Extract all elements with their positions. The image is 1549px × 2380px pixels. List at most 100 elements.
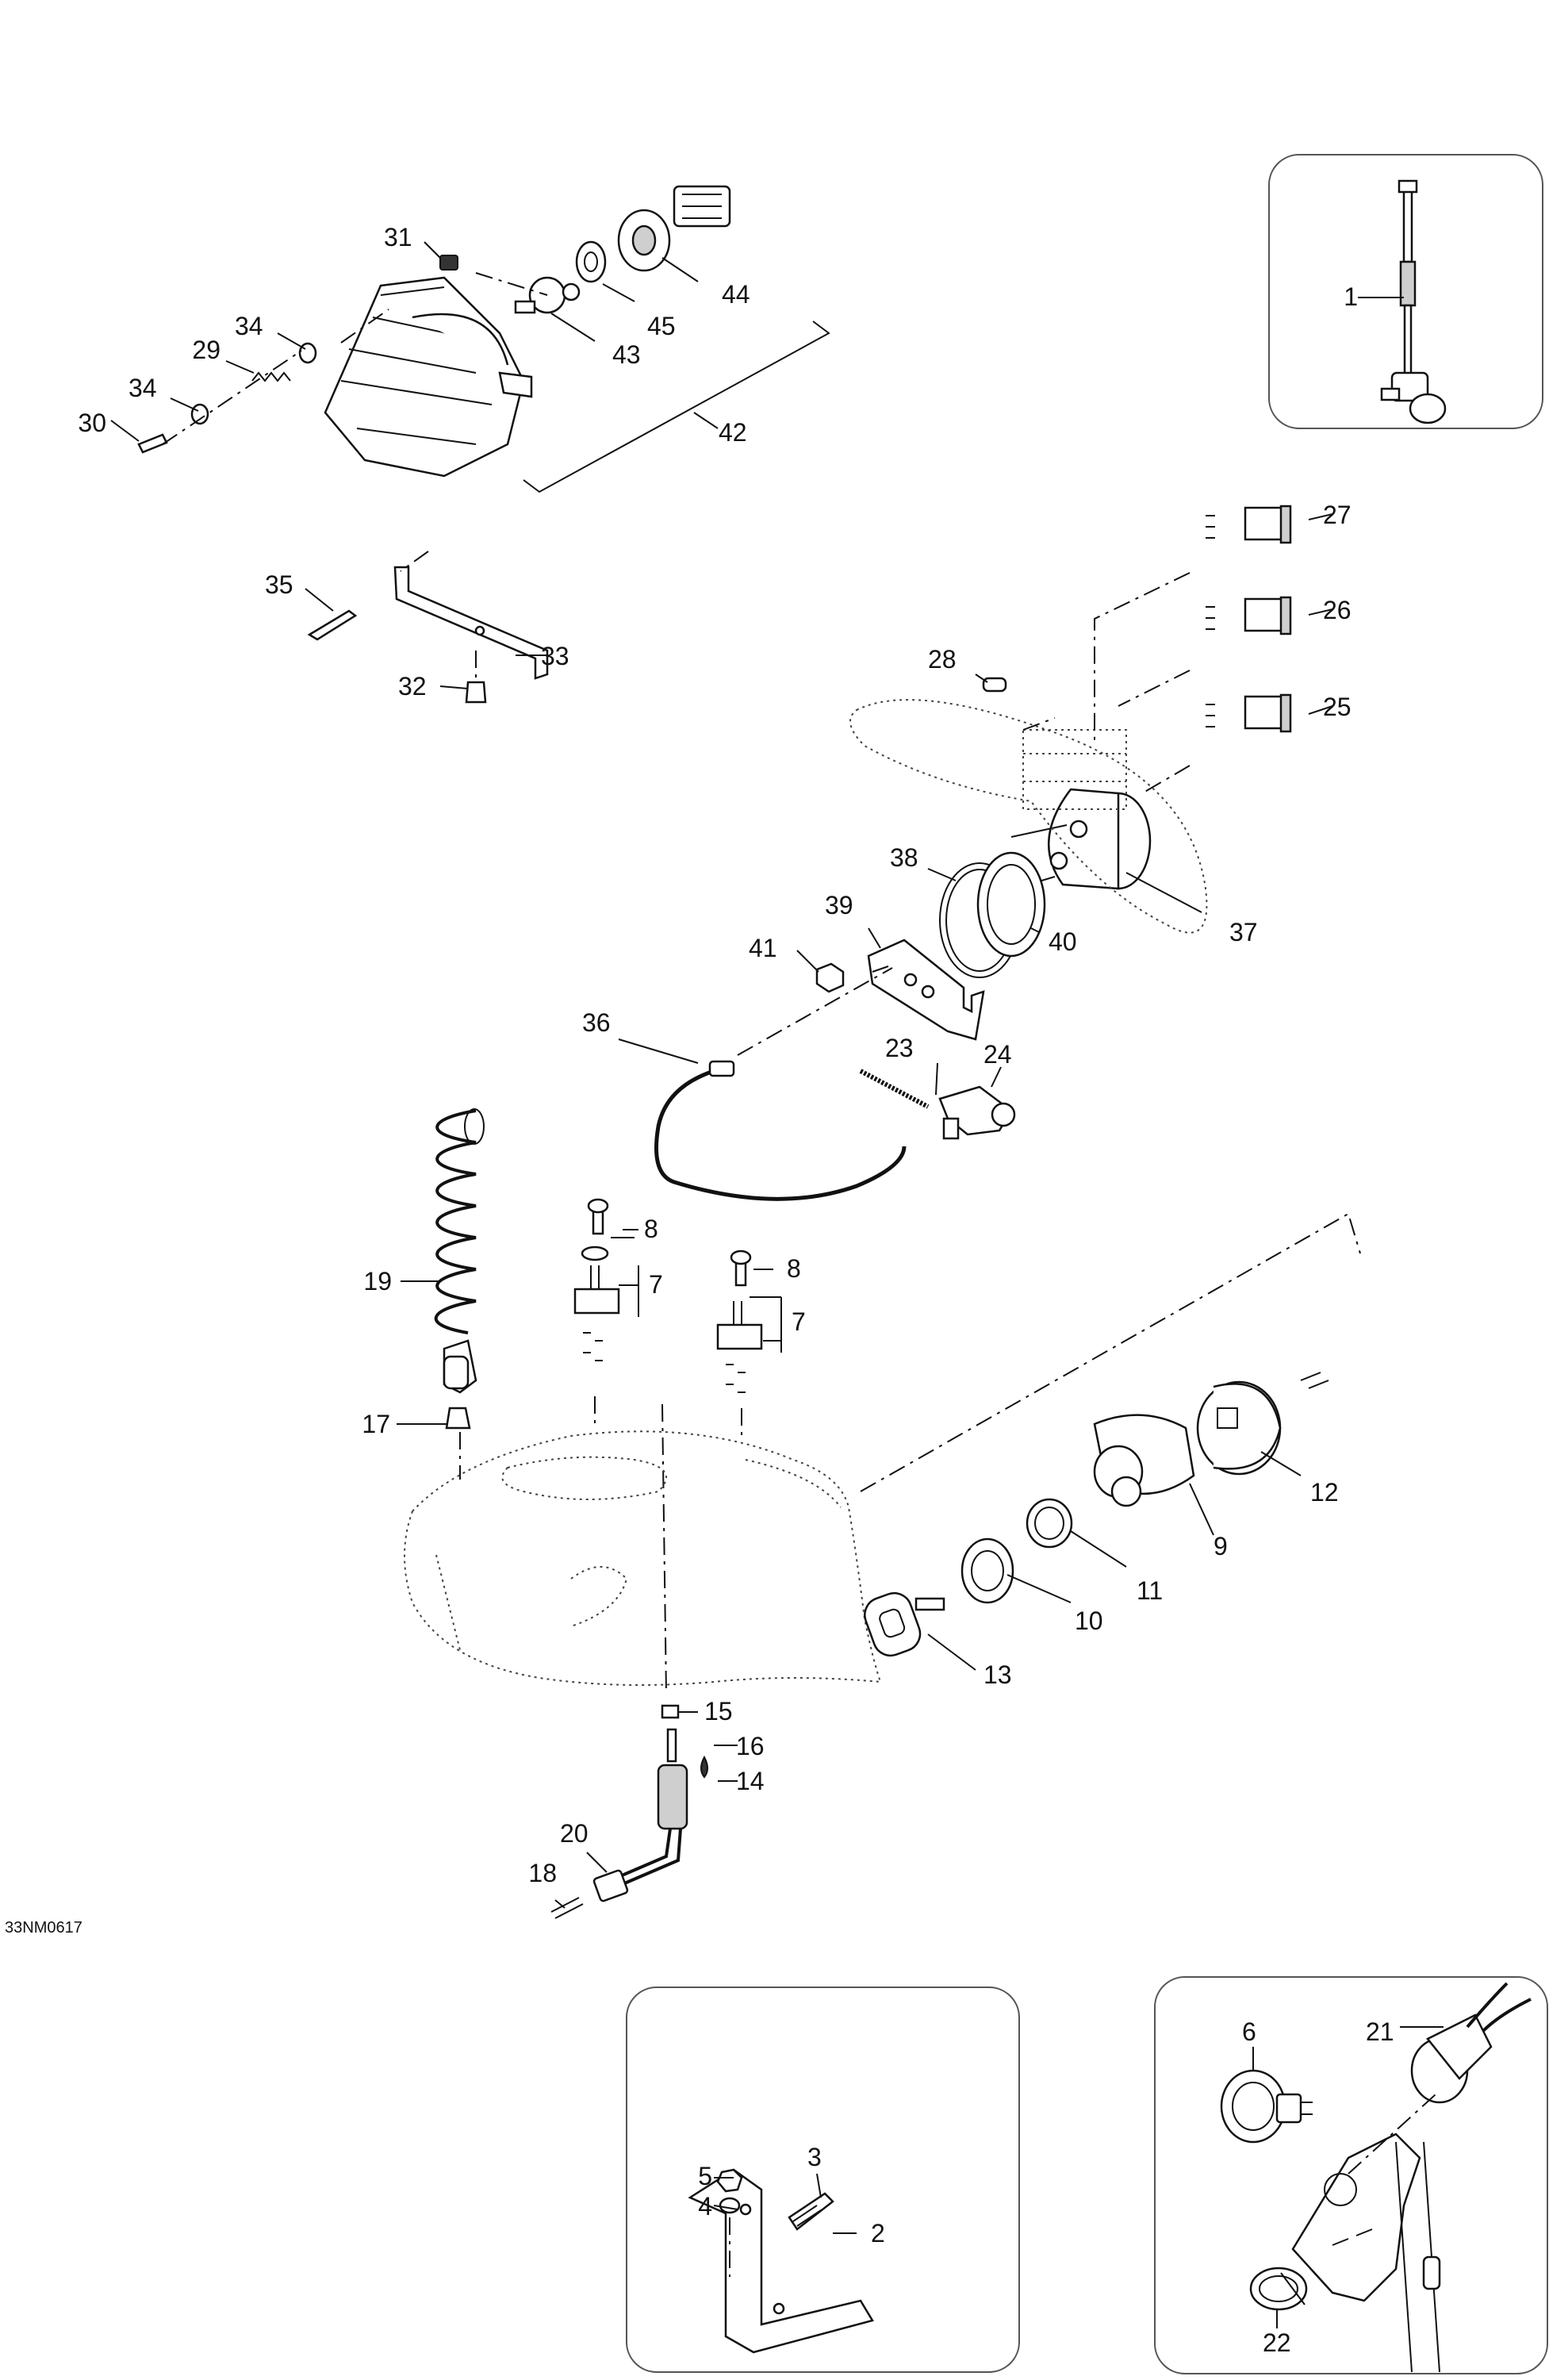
- part-20-connector: [592, 1869, 629, 1902]
- part-6-switch: [1220, 2069, 1313, 2144]
- callout-4: 4: [698, 2192, 712, 2221]
- callout-36: 36: [582, 1008, 611, 1037]
- dotted-console-slots: [1022, 729, 1127, 810]
- callout-10: 10: [1075, 1606, 1103, 1635]
- callout-28: 28: [928, 645, 957, 674]
- part-44-cap: [617, 209, 671, 272]
- part-33-bracket: [393, 566, 549, 680]
- diagram-code: 33NM0617: [5, 1919, 82, 1937]
- part-19-cord: [434, 1108, 485, 1394]
- part-17-cap: [445, 1407, 471, 1430]
- callout-27: 27: [1323, 501, 1352, 529]
- part-5-nut: [716, 2168, 743, 2193]
- callout-35: 35: [265, 570, 293, 599]
- part-connector-block: [673, 185, 731, 228]
- callout-19: 19: [363, 1267, 392, 1296]
- callout-29: 29: [192, 336, 220, 364]
- callout-11: 11: [1137, 1576, 1163, 1605]
- part-9-housing: [1093, 1414, 1195, 1507]
- callout-31: 31: [384, 223, 412, 251]
- part-13-key: [864, 1591, 945, 1657]
- part-25-switch: [1206, 693, 1292, 733]
- callout-8a: 8: [644, 1215, 658, 1243]
- callout-26: 26: [1323, 596, 1352, 624]
- part-frame-structure: [1291, 2132, 1441, 2373]
- callout-22: 22: [1263, 2328, 1291, 2357]
- callout-labels: 1 2 3 4 5 6 7 7 8 8 9 10 11 12 13 14 15 …: [78, 223, 1394, 2357]
- callout-42: 42: [719, 418, 747, 447]
- dotted-dashboard-inner: [435, 1456, 842, 1651]
- dotted-console: [849, 699, 1208, 934]
- callout-30: 30: [78, 409, 106, 437]
- callout-23: 23: [885, 1034, 914, 1062]
- callout-13: 13: [983, 1660, 1012, 1689]
- callout-17: 17: [362, 1410, 390, 1438]
- callout-24: 24: [983, 1040, 1012, 1069]
- part-40-bezel: [976, 851, 1046, 958]
- leader-lines: [110, 241, 1444, 2328]
- callout-44: 44: [722, 280, 750, 309]
- callout-7a: 7: [649, 1270, 663, 1299]
- callout-9: 9: [1214, 1532, 1228, 1560]
- part-16-fluid-icon: [700, 1755, 708, 1779]
- callout-1: 1: [1344, 282, 1358, 311]
- callout-33: 33: [541, 642, 569, 670]
- part-15-nut: [661, 1704, 680, 1719]
- part-45-socket: [575, 240, 607, 283]
- callout-16: 16: [736, 1732, 765, 1760]
- callout-5: 5: [698, 2162, 712, 2190]
- part-7-switch-left: [573, 1246, 620, 1361]
- callout-41: 41: [749, 934, 777, 962]
- callout-6: 6: [1242, 2017, 1256, 2046]
- dotted-dashboard: [404, 1430, 882, 1686]
- callout-3: 3: [807, 2143, 822, 2171]
- callout-34a: 34: [235, 312, 263, 340]
- callout-45: 45: [647, 312, 676, 340]
- part-8-knob-right: [730, 1250, 752, 1287]
- part-8-knob-left: [587, 1198, 609, 1235]
- part-21-connector: [1410, 1982, 1532, 2104]
- callout-12: 12: [1310, 1478, 1339, 1507]
- part-26-switch: [1206, 596, 1292, 635]
- dashed-bracket: [400, 551, 477, 682]
- callout-21: 21: [1366, 2017, 1394, 2046]
- part-22-nut: [1249, 2267, 1308, 2311]
- dashed-headlight: [162, 272, 548, 445]
- callout-39: 39: [825, 891, 853, 919]
- part-2-bracket: [688, 2168, 874, 2354]
- part-37-gauge: [1010, 788, 1152, 890]
- callout-34b: 34: [128, 374, 157, 402]
- part-34-washer-lower: [190, 403, 209, 425]
- part-39-bracket: [867, 939, 985, 1041]
- part-24-valve: [938, 1085, 1016, 1140]
- part-1-rod: [1380, 179, 1447, 424]
- part-42-headlight: [324, 276, 533, 478]
- part-31-clip: [439, 255, 458, 271]
- part-7-switch-right: [716, 1301, 763, 1393]
- part-32-nut: [465, 681, 487, 704]
- part-14-sender: [610, 1728, 688, 1886]
- part-11-nut: [1026, 1498, 1073, 1549]
- dashed-switch-leads: [737, 572, 1191, 1056]
- callout-8b: 8: [787, 1254, 801, 1283]
- callout-32: 32: [398, 672, 427, 701]
- part-3-clip: [788, 2192, 834, 2231]
- part-41-nut: [815, 962, 845, 993]
- bracket-line-42: [523, 321, 830, 493]
- part-10-bezel: [960, 1537, 1014, 1604]
- dashed-switch-lines: [459, 1212, 1361, 1695]
- part-23-sensor: [859, 1069, 930, 1109]
- callout-37: 37: [1229, 918, 1258, 946]
- part-27-switch: [1206, 505, 1292, 544]
- callout-43: 43: [612, 340, 641, 369]
- callout-25: 25: [1323, 693, 1352, 721]
- callout-14: 14: [736, 1767, 765, 1795]
- part-4-washer: [719, 2197, 741, 2214]
- dashed-inset-right: [1348, 2094, 1436, 2175]
- callout-2: 2: [871, 2219, 885, 2248]
- part-36-cable: [654, 1060, 907, 1201]
- part-35-rivet: [307, 609, 358, 641]
- callout-18: 18: [528, 1859, 557, 1887]
- part-12-switch: [1196, 1372, 1329, 1476]
